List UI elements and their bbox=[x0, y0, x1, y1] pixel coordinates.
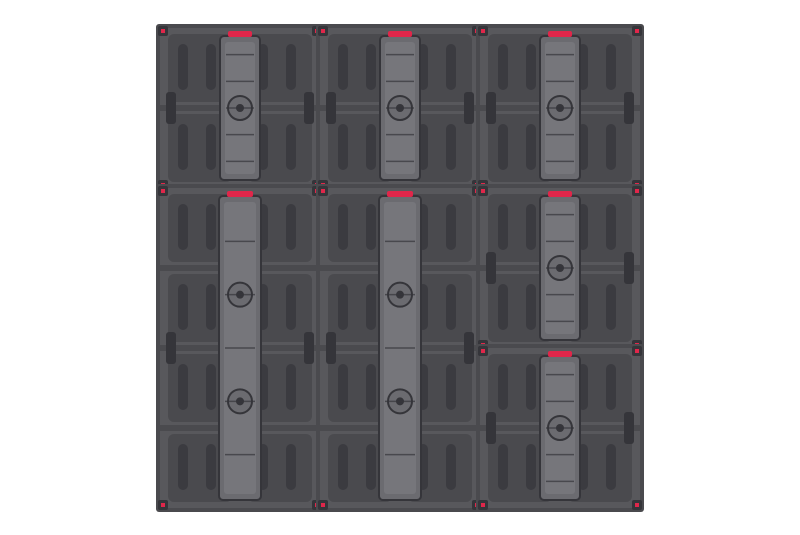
panel-rib bbox=[338, 124, 348, 170]
panel-rib bbox=[526, 204, 536, 250]
panel-rib bbox=[338, 444, 348, 490]
panel-rib bbox=[606, 284, 616, 330]
panel-rib bbox=[366, 124, 376, 170]
panel-rib bbox=[446, 444, 456, 490]
side-handle bbox=[304, 92, 314, 124]
panel-rib bbox=[338, 284, 348, 330]
panel-rib bbox=[178, 284, 188, 330]
panel-rib bbox=[286, 444, 296, 490]
panel-rib bbox=[366, 204, 376, 250]
cab-bottom-right bbox=[476, 344, 644, 512]
panel-rib bbox=[498, 124, 508, 170]
cab-top-right bbox=[476, 24, 644, 192]
panel-rib bbox=[606, 364, 616, 410]
panel-rib bbox=[498, 284, 508, 330]
side-handle bbox=[464, 92, 474, 124]
panel-rib bbox=[178, 444, 188, 490]
panel-rib bbox=[206, 284, 216, 330]
cab-middle-right bbox=[476, 184, 644, 352]
corner-lock-accent bbox=[481, 349, 485, 353]
panel-rib bbox=[446, 364, 456, 410]
panel-rib bbox=[206, 444, 216, 490]
panel-rib bbox=[366, 444, 376, 490]
panel-rib bbox=[498, 44, 508, 90]
panel-rib bbox=[286, 44, 296, 90]
side-handle bbox=[486, 412, 496, 444]
panel-rib bbox=[338, 44, 348, 90]
cab-top-left bbox=[156, 24, 324, 192]
panel-rib bbox=[526, 124, 536, 170]
red-latch bbox=[548, 351, 572, 357]
corner-lock-accent bbox=[161, 29, 165, 33]
panel-rib bbox=[286, 364, 296, 410]
side-handle bbox=[326, 92, 336, 124]
corner-lock-accent bbox=[635, 189, 639, 193]
corner-lock-accent bbox=[321, 503, 325, 507]
corner-lock-accent bbox=[321, 189, 325, 193]
panel-rib bbox=[446, 204, 456, 250]
corner-lock-accent bbox=[481, 189, 485, 193]
panel-rib bbox=[178, 364, 188, 410]
cabinet-grid bbox=[156, 24, 644, 512]
panel-rib bbox=[366, 44, 376, 90]
panel-rib bbox=[446, 284, 456, 330]
red-latch bbox=[228, 31, 252, 37]
panel-rib bbox=[606, 444, 616, 490]
panel-rib bbox=[338, 364, 348, 410]
panel-rib bbox=[178, 124, 188, 170]
corner-lock-accent bbox=[321, 29, 325, 33]
panel-rib bbox=[206, 364, 216, 410]
red-latch bbox=[548, 31, 572, 37]
corner-lock-accent bbox=[161, 189, 165, 193]
corner-lock-accent bbox=[635, 349, 639, 353]
side-handle bbox=[464, 332, 474, 364]
panel-rib bbox=[366, 364, 376, 410]
panel-rib bbox=[206, 44, 216, 90]
panel-rib bbox=[526, 364, 536, 410]
panel-rib bbox=[526, 284, 536, 330]
panel-rib bbox=[498, 444, 508, 490]
panel-rib bbox=[366, 284, 376, 330]
red-latch bbox=[387, 191, 413, 197]
panel-rib bbox=[446, 44, 456, 90]
cab-bottom-left bbox=[156, 184, 324, 512]
panel-rib bbox=[498, 364, 508, 410]
side-handle bbox=[486, 252, 496, 284]
side-handle bbox=[624, 92, 634, 124]
panel-rib bbox=[526, 444, 536, 490]
side-handle bbox=[486, 92, 496, 124]
corner-lock-accent bbox=[635, 503, 639, 507]
panel-rib bbox=[206, 204, 216, 250]
corner-lock-accent bbox=[161, 503, 165, 507]
panel-rib bbox=[526, 44, 536, 90]
red-latch bbox=[388, 31, 412, 37]
side-handle bbox=[624, 252, 634, 284]
side-handle bbox=[326, 332, 336, 364]
side-handle bbox=[304, 332, 314, 364]
panel-rib bbox=[206, 124, 216, 170]
panel-rib bbox=[446, 124, 456, 170]
panel-rib bbox=[498, 204, 508, 250]
side-handle bbox=[166, 332, 176, 364]
red-latch bbox=[548, 191, 572, 197]
panel-rib bbox=[178, 44, 188, 90]
side-handle bbox=[624, 412, 634, 444]
cab-bottom-middle bbox=[316, 184, 484, 512]
panel-rib bbox=[606, 204, 616, 250]
red-latch bbox=[227, 191, 253, 197]
side-handle bbox=[166, 92, 176, 124]
panel-rib bbox=[286, 284, 296, 330]
cab-top-middle bbox=[316, 24, 484, 192]
corner-lock-accent bbox=[481, 503, 485, 507]
corner-lock-accent bbox=[481, 29, 485, 33]
corner-lock-accent bbox=[635, 29, 639, 33]
panel-rib bbox=[178, 204, 188, 250]
panel-rib bbox=[606, 124, 616, 170]
panel-rib bbox=[286, 204, 296, 250]
panel-rib bbox=[606, 44, 616, 90]
panel-rib bbox=[338, 204, 348, 250]
panel-rib bbox=[286, 124, 296, 170]
